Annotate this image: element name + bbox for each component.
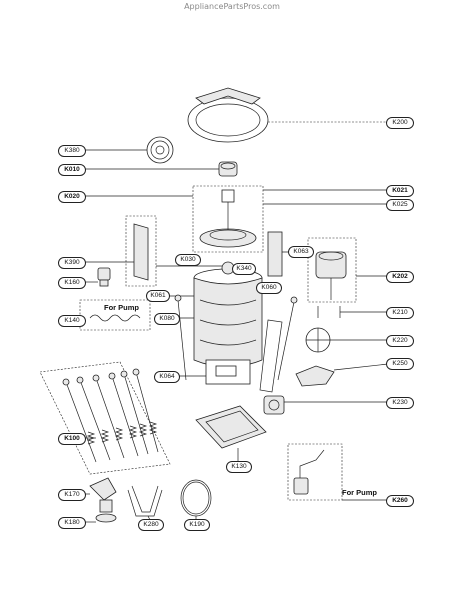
drain-pump: [263, 395, 388, 415]
pump-note-right: For Pump: [342, 488, 377, 497]
callout-k080: K080: [154, 313, 180, 325]
suspension-rod-kit: [39, 361, 171, 475]
callout-k170: K170: [58, 489, 86, 501]
drive-belt: [180, 479, 212, 520]
filter-cap: [82, 136, 174, 164]
callout-k202: K202: [386, 271, 414, 283]
clutch: [295, 363, 389, 387]
callout-k100: K100: [58, 433, 86, 445]
callout-k025: K025: [386, 199, 414, 211]
leveling-leg: [82, 477, 117, 523]
callout-k140: K140: [58, 315, 86, 327]
u-bracket: [127, 485, 163, 521]
watermark-text: AppliancePartsPros.com: [184, 2, 280, 11]
top-balance-ring: [187, 87, 388, 143]
callout-k280: K280: [138, 519, 164, 531]
callout-k020: K020: [58, 191, 86, 203]
pulley: [305, 327, 388, 353]
callout-k064: K064: [154, 371, 180, 383]
callout-k390: K390: [58, 257, 86, 269]
callout-k190: K190: [184, 519, 210, 531]
base-plate: [195, 405, 267, 462]
nut: [82, 161, 238, 177]
valve: [82, 267, 111, 287]
callout-k210: K210: [386, 307, 414, 319]
callout-k030: K030: [175, 254, 201, 266]
callout-k010: K010: [58, 164, 86, 176]
callout-k340: K340: [232, 263, 256, 275]
callout-k160: K160: [58, 277, 86, 289]
callout-k380: K380: [58, 145, 86, 157]
callout-k250: K250: [386, 358, 414, 370]
motor-assembly: [307, 237, 388, 303]
suspension-rods-short: [174, 294, 298, 393]
callout-k130: K130: [226, 461, 252, 473]
side-bracket: [82, 215, 200, 287]
pump-note-left: For Pump: [104, 303, 139, 312]
callout-k200: K200: [386, 117, 414, 129]
callout-k230: K230: [386, 397, 414, 409]
callout-k063: K063: [288, 246, 314, 258]
callout-k180: K180: [58, 517, 86, 529]
callout-k021: K021: [386, 185, 414, 197]
wash-tub: [160, 261, 280, 385]
pulsator-assembly: [82, 185, 388, 253]
callout-k061: K061: [146, 290, 170, 302]
pump-hose-assembly: [287, 443, 388, 501]
callout-k060: K060: [256, 282, 282, 294]
bolts: [317, 306, 388, 318]
callout-k220: K220: [386, 335, 414, 347]
callout-k260: K260: [386, 495, 414, 507]
